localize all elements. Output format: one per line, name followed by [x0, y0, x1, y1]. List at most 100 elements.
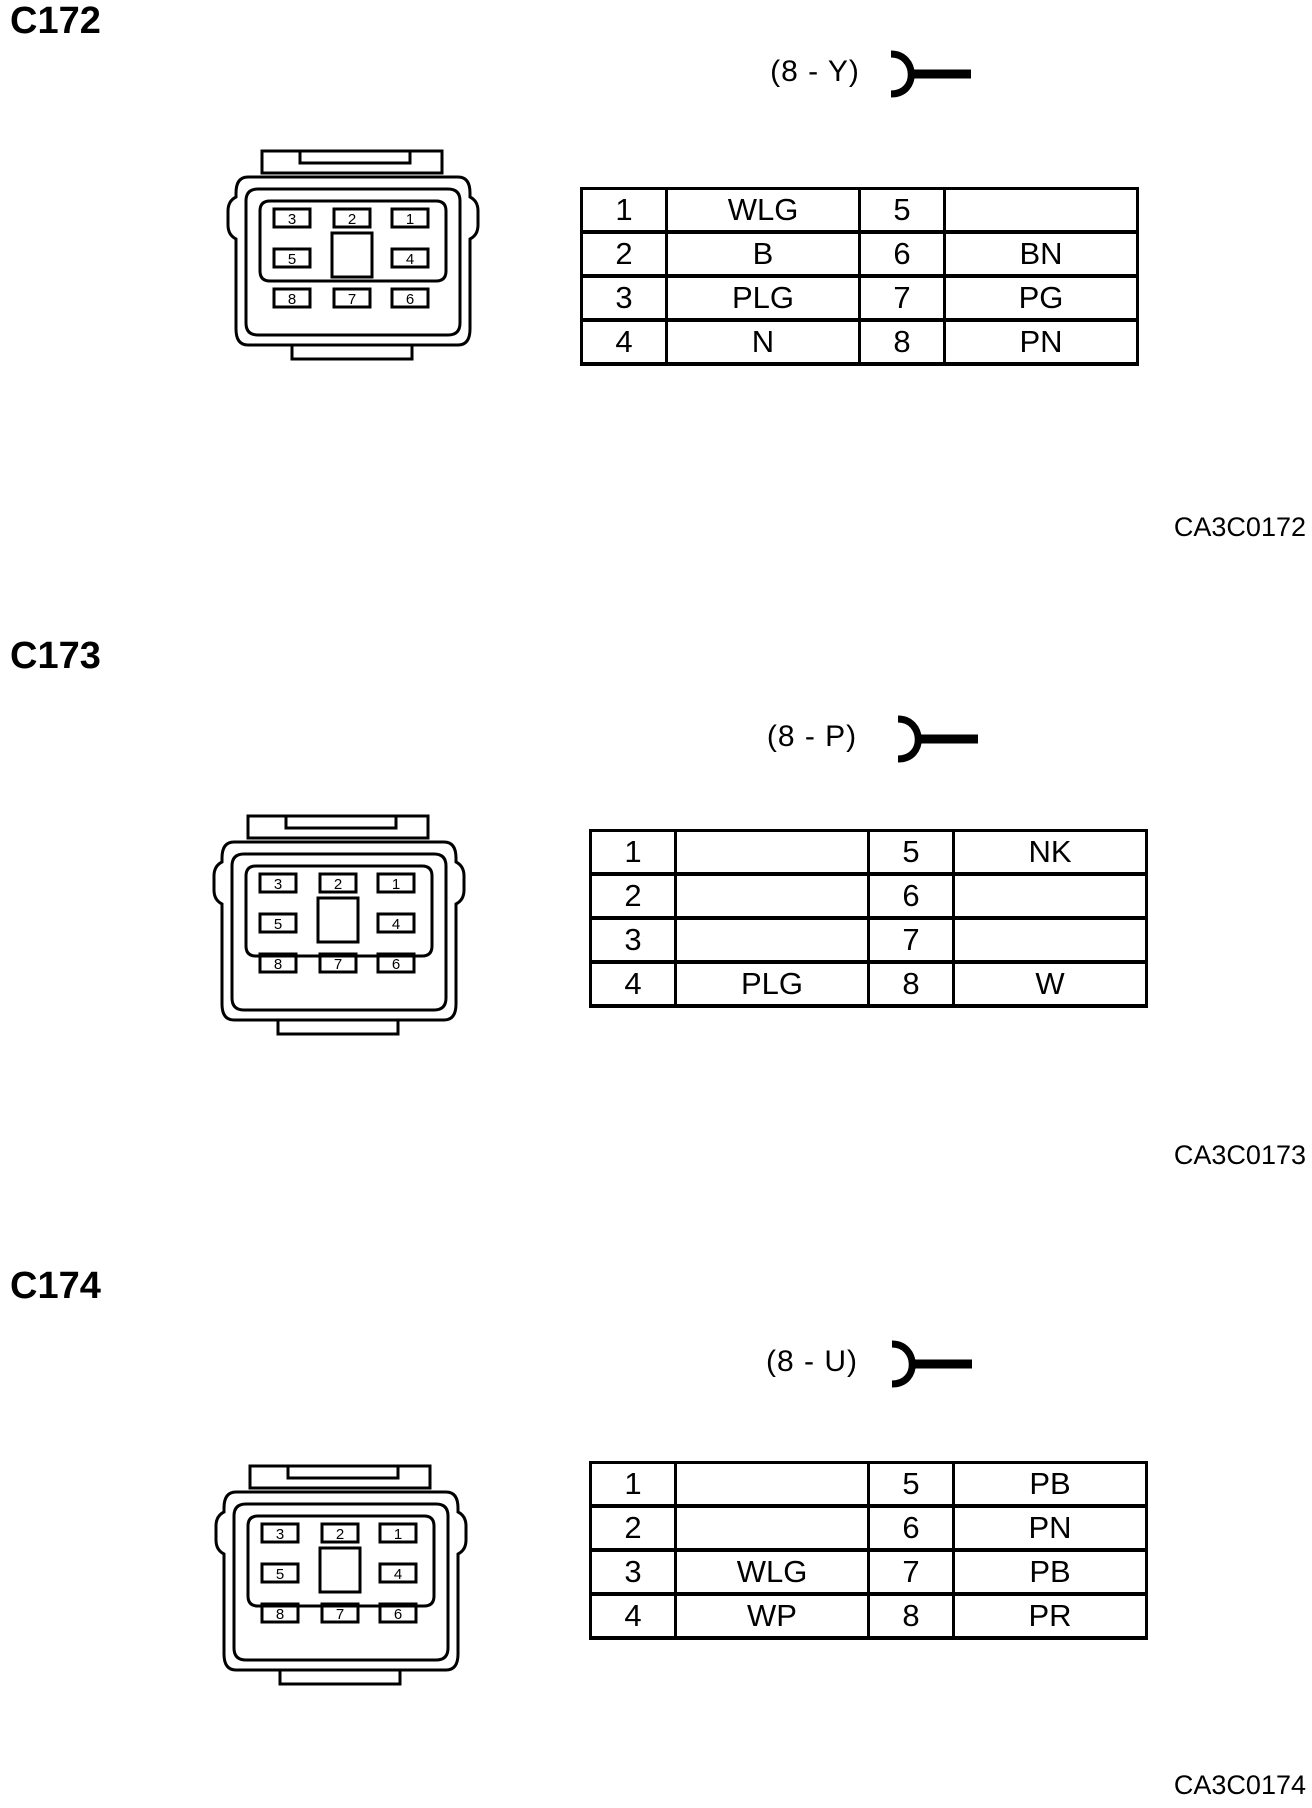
pinout-table: 1 5 PB 2 6 PN 3 WLG 7 PB 4 WP 8 PR	[589, 1461, 1148, 1640]
pin-number: 6	[867, 873, 955, 920]
cavity-number: 8	[274, 956, 282, 973]
cavity-number: 2	[334, 876, 342, 893]
connector-face-diagram: 3 2 1 5 4 8 7 6	[226, 149, 480, 361]
pin-number: 5	[867, 1461, 955, 1508]
cavity-number: 8	[288, 291, 296, 308]
pin-number: 2	[589, 1505, 677, 1552]
wire-color	[674, 1505, 870, 1552]
cavity-number: 2	[348, 211, 356, 228]
connector-face-diagram: 3 2 1 5 4 8 7 6	[214, 1464, 468, 1686]
table-row: 1 5 PB	[589, 1461, 1148, 1508]
wire-color: WP	[674, 1593, 870, 1640]
table-row: 4 N 8 PN	[580, 319, 1139, 366]
cavity-number: 5	[288, 251, 296, 268]
female-terminal-icon	[897, 715, 978, 763]
table-row: 2 B 6 BN	[580, 231, 1139, 278]
connector-housing	[226, 149, 480, 361]
cavity-number: 2	[336, 1526, 344, 1543]
cavity-group	[260, 1522, 418, 1624]
cavity-number: 7	[334, 956, 342, 973]
cavity-number: 5	[274, 916, 282, 933]
table-row: 1 WLG 5	[580, 187, 1139, 234]
wire-color	[674, 917, 870, 964]
table-row: 4 WP 8 PR	[589, 1593, 1148, 1640]
connector-face-diagram: 3 2 1 5 4 8 7 6	[212, 814, 466, 1036]
wire-color: WLG	[674, 1549, 870, 1596]
wire-color	[674, 829, 870, 876]
pinout-table: 1 WLG 5 2 B 6 BN 3 PLG 7 PG 4 N 8 PN	[580, 187, 1139, 366]
cavity-group	[272, 207, 430, 309]
pin-number: 7	[858, 275, 946, 322]
connector-spec: (8 - P)	[766, 720, 858, 753]
connector-spec: (8 - Y)	[770, 55, 860, 88]
wire-color: W	[952, 961, 1148, 1008]
connector-spec: (8 - U)	[766, 1345, 858, 1378]
connector-section-c173: C173 (8 - P) 3 2 1 5	[0, 635, 1312, 1265]
wire-color: PR	[952, 1593, 1148, 1640]
pin-number: 5	[858, 187, 946, 234]
wire-color: PLG	[674, 961, 870, 1008]
female-terminal-icon	[890, 50, 971, 98]
pin-number: 2	[589, 873, 677, 920]
cavity-number: 1	[406, 211, 414, 228]
wire-color: B	[665, 231, 861, 278]
pin-number: 3	[589, 1549, 677, 1596]
wire-color: PB	[952, 1549, 1148, 1596]
table-row: 4 PLG 8 W	[589, 961, 1148, 1008]
pinout-table: 1 5 NK 2 6 3 7 4 PLG 8 W	[589, 829, 1148, 1008]
cavity-number: 5	[276, 1566, 284, 1583]
connector-housing	[212, 814, 466, 1036]
pin-number: 1	[589, 829, 677, 876]
cavity-number: 8	[276, 1606, 284, 1623]
diagram-code: CA3C0172	[1173, 512, 1306, 542]
connector-title: C173	[10, 635, 101, 677]
cavity-number: 7	[336, 1606, 344, 1623]
pin-number: 2	[580, 231, 668, 278]
pin-number: 1	[580, 187, 668, 234]
pin-number: 3	[589, 917, 677, 964]
table-row: 1 5 NK	[589, 829, 1148, 876]
pin-number: 4	[580, 319, 668, 366]
connector-section-c174: C174 (8 - U) 3 2 1 5	[0, 1265, 1312, 1808]
wire-color: N	[665, 319, 861, 366]
wire-color	[952, 873, 1148, 920]
cavity-number: 1	[394, 1526, 402, 1543]
pin-number: 4	[589, 1593, 677, 1640]
cavity-number: 4	[394, 1566, 402, 1583]
wire-color	[674, 1461, 870, 1508]
connector-title: C174	[10, 1265, 101, 1307]
table-row: 3 WLG 7 PB	[589, 1549, 1148, 1596]
pin-number: 6	[867, 1505, 955, 1552]
pin-number: 8	[867, 961, 955, 1008]
cavity-number: 6	[406, 291, 414, 308]
cavity-number: 4	[406, 251, 414, 268]
female-terminal-icon	[891, 1340, 972, 1388]
wire-color: PN	[943, 319, 1139, 366]
cavity-number: 3	[288, 211, 296, 228]
table-row: 3 PLG 7 PG	[580, 275, 1139, 322]
wire-color: NK	[952, 829, 1148, 876]
diagram-code: CA3C0174	[1173, 1770, 1306, 1800]
table-row: 2 6 PN	[589, 1505, 1148, 1552]
wire-color: PB	[952, 1461, 1148, 1508]
connector-title: C172	[10, 0, 101, 42]
pin-number: 8	[867, 1593, 955, 1640]
pin-number: 5	[867, 829, 955, 876]
pin-number: 1	[589, 1461, 677, 1508]
pin-number: 7	[867, 1549, 955, 1596]
cavity-number: 1	[392, 876, 400, 893]
wire-color	[674, 873, 870, 920]
pin-number: 6	[858, 231, 946, 278]
table-row: 2 6	[589, 873, 1148, 920]
cavity-number: 6	[392, 956, 400, 973]
wire-color: WLG	[665, 187, 861, 234]
wire-color	[952, 917, 1148, 964]
diagram-code: CA3C0173	[1173, 1140, 1306, 1170]
cavity-group	[258, 872, 416, 974]
pin-number: 4	[589, 961, 677, 1008]
pin-number: 7	[867, 917, 955, 964]
connector-housing	[214, 1464, 468, 1686]
table-row: 3 7	[589, 917, 1148, 964]
cavity-number: 3	[274, 876, 282, 893]
pin-number: 3	[580, 275, 668, 322]
